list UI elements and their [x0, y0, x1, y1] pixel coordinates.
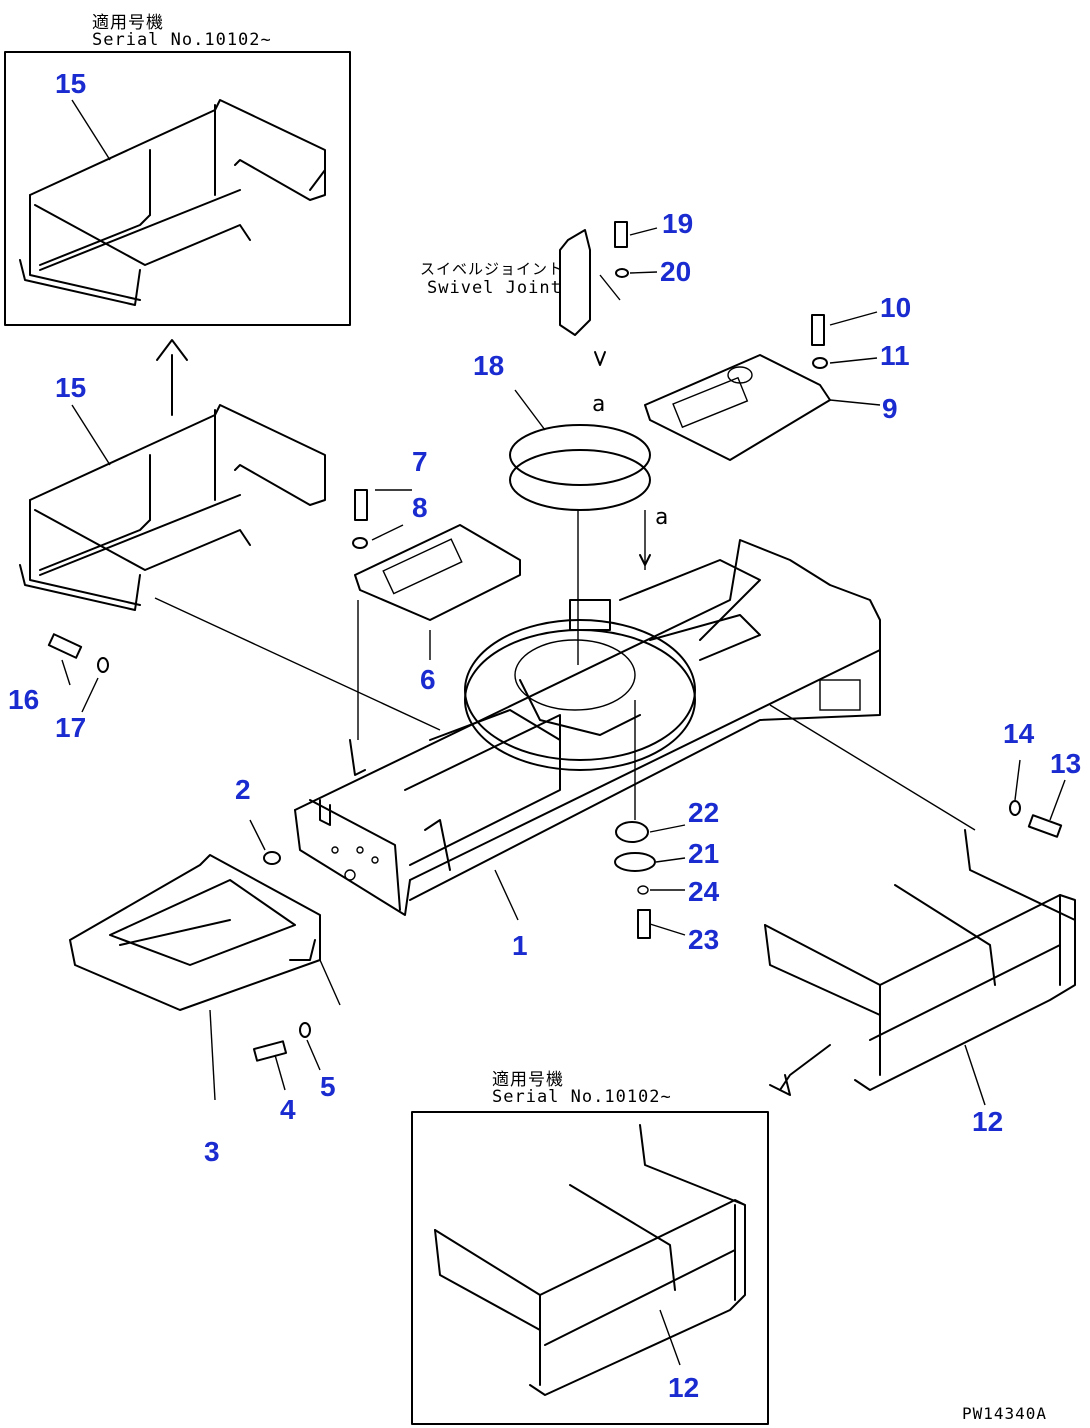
callout-18: 18 [473, 350, 505, 381]
callout-12: 12 [972, 1106, 1004, 1137]
bolt-19 [614, 221, 628, 248]
callout-6: 6 [420, 664, 436, 695]
bolt-13 [1027, 814, 1063, 838]
mark-a-lower: a [655, 505, 669, 530]
callout-8: 8 [412, 492, 428, 523]
mark-a-upper: a [592, 392, 606, 417]
front-cover [69, 854, 341, 1011]
inset-top-serial-label: Serial No.10102~ [92, 30, 272, 50]
main-frame [294, 539, 881, 916]
inset-top-jp-label: 適用号機 [92, 13, 164, 33]
washer-14 [1009, 800, 1021, 816]
callout-15-inset: 15 [55, 68, 87, 99]
rear-frame [764, 829, 1076, 1091]
bolt-7 [354, 489, 368, 521]
washer-8 [352, 537, 368, 549]
inset-frame-top [4, 51, 351, 326]
inset-frame-bottom [411, 1111, 769, 1425]
callout-10: 10 [880, 292, 912, 323]
bolt-10 [811, 314, 825, 346]
swivel-joint [559, 229, 621, 336]
callout-16: 16 [8, 684, 40, 715]
bolt-16 [47, 633, 83, 659]
seal-ring [509, 424, 651, 511]
cover-plate-6 [354, 524, 521, 621]
callout-17: 17 [55, 712, 87, 743]
callout-12-inset: 12 [668, 1372, 700, 1403]
callout-21: 21 [688, 838, 720, 869]
callout-22: 22 [688, 797, 720, 828]
callout-1: 1 [512, 930, 528, 961]
bolt-4 [252, 1040, 288, 1062]
callout-4: 4 [280, 1094, 296, 1125]
callout-7: 7 [412, 446, 428, 477]
callout-15: 15 [55, 372, 87, 403]
washer-17 [97, 657, 109, 673]
callout-20: 20 [660, 256, 692, 287]
swivel-en-label: Swivel Joint [427, 278, 562, 298]
drain-parts [614, 821, 656, 939]
inset-bottom-serial-label: Serial No.10102~ [492, 1087, 672, 1107]
plug-2 [263, 851, 281, 865]
rear-frame-inset [434, 1124, 746, 1396]
washer-20 [615, 268, 629, 278]
callout-2: 2 [235, 774, 251, 805]
inset-bottom-jp-label: 適用号機 [492, 1070, 564, 1090]
callout-23: 23 [688, 924, 720, 955]
callout-9: 9 [882, 393, 898, 424]
callout-19: 19 [662, 208, 694, 239]
rear-guard [19, 404, 326, 611]
callout-11: 11 [880, 340, 910, 371]
swivel-jp-label: スイベルジョイント [420, 260, 565, 278]
drawing-code: PW14340A [962, 1404, 1048, 1423]
callout-24: 24 [688, 876, 720, 907]
swing-circle [464, 599, 696, 771]
callout-3: 3 [204, 1136, 220, 1167]
washer-5 [299, 1022, 311, 1038]
cover-plate-9 [644, 354, 831, 461]
rear-guard-inset-top [19, 99, 326, 306]
callout-14: 14 [1003, 718, 1035, 749]
callout-5: 5 [320, 1071, 336, 1102]
washer-11 [812, 357, 828, 369]
callout-13: 13 [1050, 748, 1082, 779]
